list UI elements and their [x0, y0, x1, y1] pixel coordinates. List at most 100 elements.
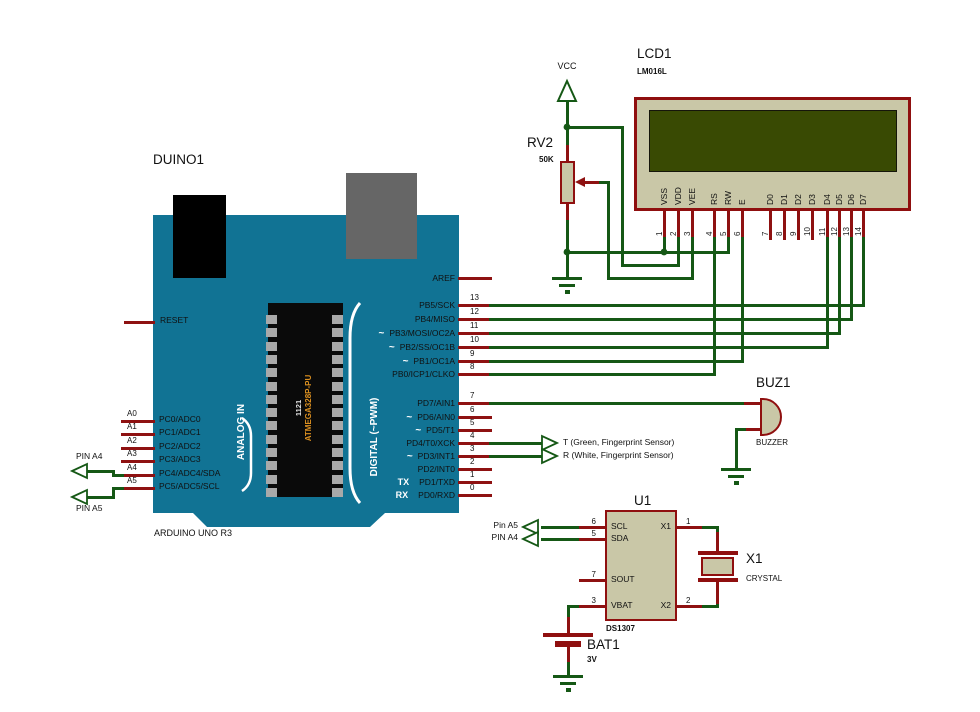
crystal-ref-label: X1: [746, 551, 763, 566]
digital-pin-label: PB0/ICP1/CLKO: [392, 369, 455, 379]
digital-pin-label: PB1/OC1A: [413, 356, 455, 366]
reset-pin-stub: [123, 320, 155, 324]
battery-ref-label: BAT1: [587, 637, 620, 652]
terminal-arrow[interactable]: [520, 518, 539, 536]
rtc-pin-stub: [578, 537, 607, 541]
lcd-pin-number: 13: [842, 227, 851, 236]
digital-pin-row: ~PB2/SS/OC1B: [330, 341, 455, 353]
arduino-a5-terminal-label: PIN A5: [76, 503, 103, 513]
aref-pin-stub: [457, 276, 492, 280]
vcc-arrow[interactable]: [556, 78, 578, 102]
lcd-pin-name: RS: [709, 193, 719, 205]
digital-pin-stub: [457, 467, 492, 471]
wire: [606, 276, 694, 280]
wire: [565, 98, 569, 148]
analog-pin-number: A1: [127, 422, 137, 431]
wire: [740, 236, 744, 363]
digital-pin-stub: [457, 454, 492, 458]
analog-pin-number: A5: [127, 476, 137, 485]
rtc-pin-name: VBAT: [611, 600, 633, 610]
ground-symbol: [553, 675, 583, 678]
analog-group-bracket: [241, 416, 253, 493]
digital-pin-label: PD1/TXD: [419, 477, 455, 487]
buzzer-pin-stub: [745, 427, 762, 431]
chip-pad: [332, 394, 343, 404]
wire: [698, 525, 719, 529]
lcd-pin-stub: [782, 209, 786, 240]
wire: [662, 236, 666, 254]
digital-pin-number: 12: [470, 307, 479, 316]
chip-pad: [332, 354, 343, 364]
wire: [566, 604, 570, 620]
chip-pad: [266, 421, 277, 431]
analog-pin-label: PC5/ADC5/SCL: [159, 481, 220, 491]
crystal-body[interactable]: [701, 557, 734, 576]
buzzer-type-label: BUZZER: [756, 438, 788, 447]
pot-body[interactable]: [560, 161, 575, 204]
rtc-value-label: DS1307: [606, 624, 635, 633]
pot-lead: [565, 202, 569, 220]
chip-pad: [332, 408, 343, 418]
battery-plate-short: [555, 641, 581, 647]
analog-pin-number: A0: [127, 409, 137, 418]
ground-symbol: [559, 284, 575, 287]
chip-pad: [266, 487, 277, 497]
atmega-chip[interactable]: [268, 303, 343, 497]
rtc-pin-stub: [578, 578, 607, 582]
rtc-pin-number: 6: [591, 517, 596, 526]
terminal-arrow[interactable]: [69, 488, 88, 506]
digital-pin-stub: [457, 401, 492, 405]
digital-pin-number: 9: [470, 349, 475, 358]
pwm-tilde: ~: [388, 341, 395, 353]
terminal-arrow[interactable]: [541, 434, 560, 452]
chip-pad: [332, 328, 343, 338]
lcd-value-label: LM016L: [637, 67, 667, 76]
wire: [488, 303, 865, 307]
ground-symbol: [721, 468, 751, 471]
digital-pin-stub: [457, 317, 492, 321]
lcd-pin-name: D2: [793, 194, 803, 205]
rtc-pin-stub: [578, 604, 607, 608]
analog-pin-label: PC4/ADC4/SDA: [159, 468, 221, 478]
lcd-pin-number: 12: [830, 227, 839, 236]
digital-pin-number: 5: [470, 418, 475, 427]
analog-pin-stub: [120, 432, 155, 436]
analog-group-label: ANALOG IN: [236, 404, 247, 460]
digital-pin-stub: [457, 359, 492, 363]
lcd-pin-stub: [740, 209, 744, 240]
aref-pin-label: AREF: [432, 273, 455, 283]
vcc-label: VCC: [557, 61, 577, 71]
lcd-pin-stub: [768, 209, 772, 240]
rtc-pin-stub: [675, 525, 702, 529]
lcd-pin-stub: [662, 209, 666, 240]
digital-pin-row: PB4/MISO: [330, 313, 455, 325]
rtc-body[interactable]: [605, 510, 677, 621]
terminal-arrow[interactable]: [541, 447, 560, 465]
lcd-pin-stub: [849, 209, 853, 240]
analog-pin-stub: [120, 446, 155, 450]
reset-pin-label: RESET: [160, 315, 189, 325]
terminal-arrow[interactable]: [69, 462, 88, 480]
wire: [488, 317, 853, 321]
wire: [84, 469, 115, 473]
ground-symbol: [734, 481, 739, 485]
chip-pad: [332, 368, 343, 378]
analog-pin-stub: [120, 486, 155, 490]
lcd-pin-number: 3: [683, 231, 692, 236]
digital-pin-number: 4: [470, 431, 475, 440]
chip-pad: [266, 354, 277, 364]
analog-pin-number: A3: [127, 449, 137, 458]
wire: [565, 125, 624, 129]
wire: [734, 427, 738, 470]
digital-pin-stub: [457, 331, 492, 335]
digital-pin-number: 2: [470, 457, 475, 466]
terminal-arrow[interactable]: [520, 530, 539, 548]
wire: [565, 216, 569, 254]
chip-pad: [332, 434, 343, 444]
lcd-pin-stub: [712, 209, 716, 240]
digital-pin-number: 3: [470, 444, 475, 453]
wire: [837, 236, 841, 335]
lcd-pin-number: 14: [854, 227, 863, 236]
lcd-pin-number: 4: [705, 231, 714, 236]
lcd-pin-number: 7: [761, 231, 770, 236]
